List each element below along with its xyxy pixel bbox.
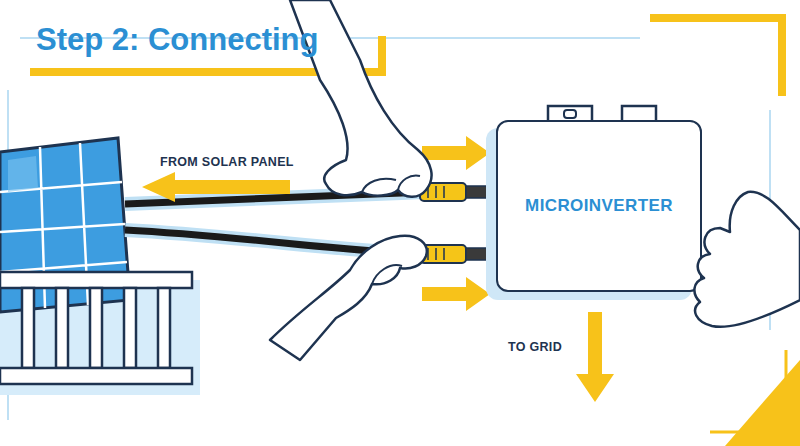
balcony-rail	[0, 368, 192, 384]
balcony-rail	[0, 272, 192, 288]
title-bar	[378, 36, 386, 76]
corner-line	[710, 350, 786, 432]
mc4-connector	[420, 243, 499, 265]
mc4-connector	[420, 181, 499, 203]
flow-label: TO GRID	[508, 340, 562, 354]
hand-detail	[362, 176, 420, 192]
panel-highlight	[8, 156, 38, 192]
flow-arrow	[422, 136, 490, 170]
diagram-title: Step 2: Connecting	[36, 22, 318, 58]
inverter-box: MICROINVERTER	[496, 120, 702, 292]
hand	[270, 236, 427, 360]
mounting-hole	[564, 110, 576, 118]
flow-arrow	[576, 312, 614, 402]
balcony-balusters	[22, 288, 170, 368]
corner-bracket	[650, 14, 786, 22]
flow-arrow	[422, 277, 490, 311]
corner-bracket	[778, 14, 786, 96]
balcony-shadow	[0, 280, 200, 395]
box-label: MICROINVERTER	[525, 196, 673, 216]
flow-arrow	[142, 172, 290, 202]
hand	[694, 192, 800, 327]
hand-detail	[372, 265, 402, 284]
flow-label: FROM SOLAR PANEL	[160, 155, 294, 169]
